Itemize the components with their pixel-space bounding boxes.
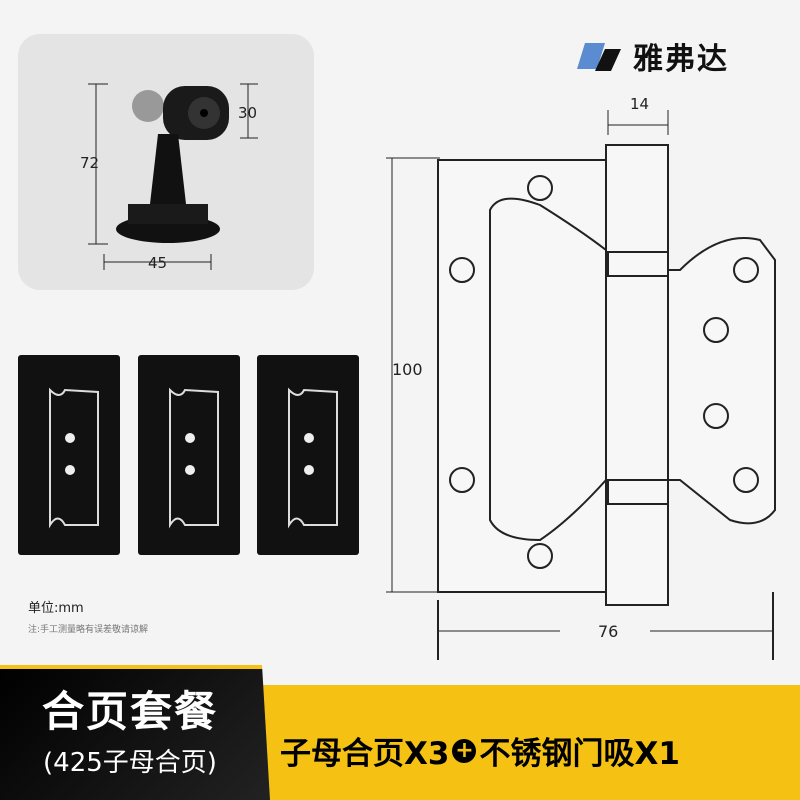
stopper-head-label: 30 <box>238 104 258 122</box>
banner-subtitle: (425子母合页) <box>43 748 217 778</box>
stopper-height-label: 72 <box>80 154 100 172</box>
door-stopper-card: 72 30 45 <box>18 34 314 290</box>
logo-mark-icon <box>577 43 621 71</box>
black-hinges <box>18 355 359 555</box>
brand-logo: 雅弗达 <box>575 34 729 78</box>
hinge-width-label: 76 <box>598 622 619 641</box>
hinges-illustration <box>18 110 776 660</box>
stopper-base-label: 45 <box>148 254 168 272</box>
unit-label: 单位:mm <box>28 601 84 616</box>
banner-title: 合页套餐 <box>41 687 218 736</box>
plus-icon: + <box>452 738 477 763</box>
hinge-dimension-diagram <box>386 110 776 660</box>
door-stopper-illustration <box>88 83 258 270</box>
measurement-note: 注:手工测量略有误差敬请谅解 <box>28 625 149 635</box>
banner-description: 子母合页X3 + 不锈钢门吸X1 <box>280 728 680 773</box>
desc-hinges: 子母合页X3 <box>280 736 450 772</box>
banner-title-panel <box>0 665 270 800</box>
hinge-knuckle-label: 14 <box>630 95 650 113</box>
desc-stopper: 不锈钢门吸X1 <box>479 736 680 772</box>
hinge-height-label: 100 <box>392 360 423 379</box>
brand-name: 雅弗达 <box>633 42 729 77</box>
